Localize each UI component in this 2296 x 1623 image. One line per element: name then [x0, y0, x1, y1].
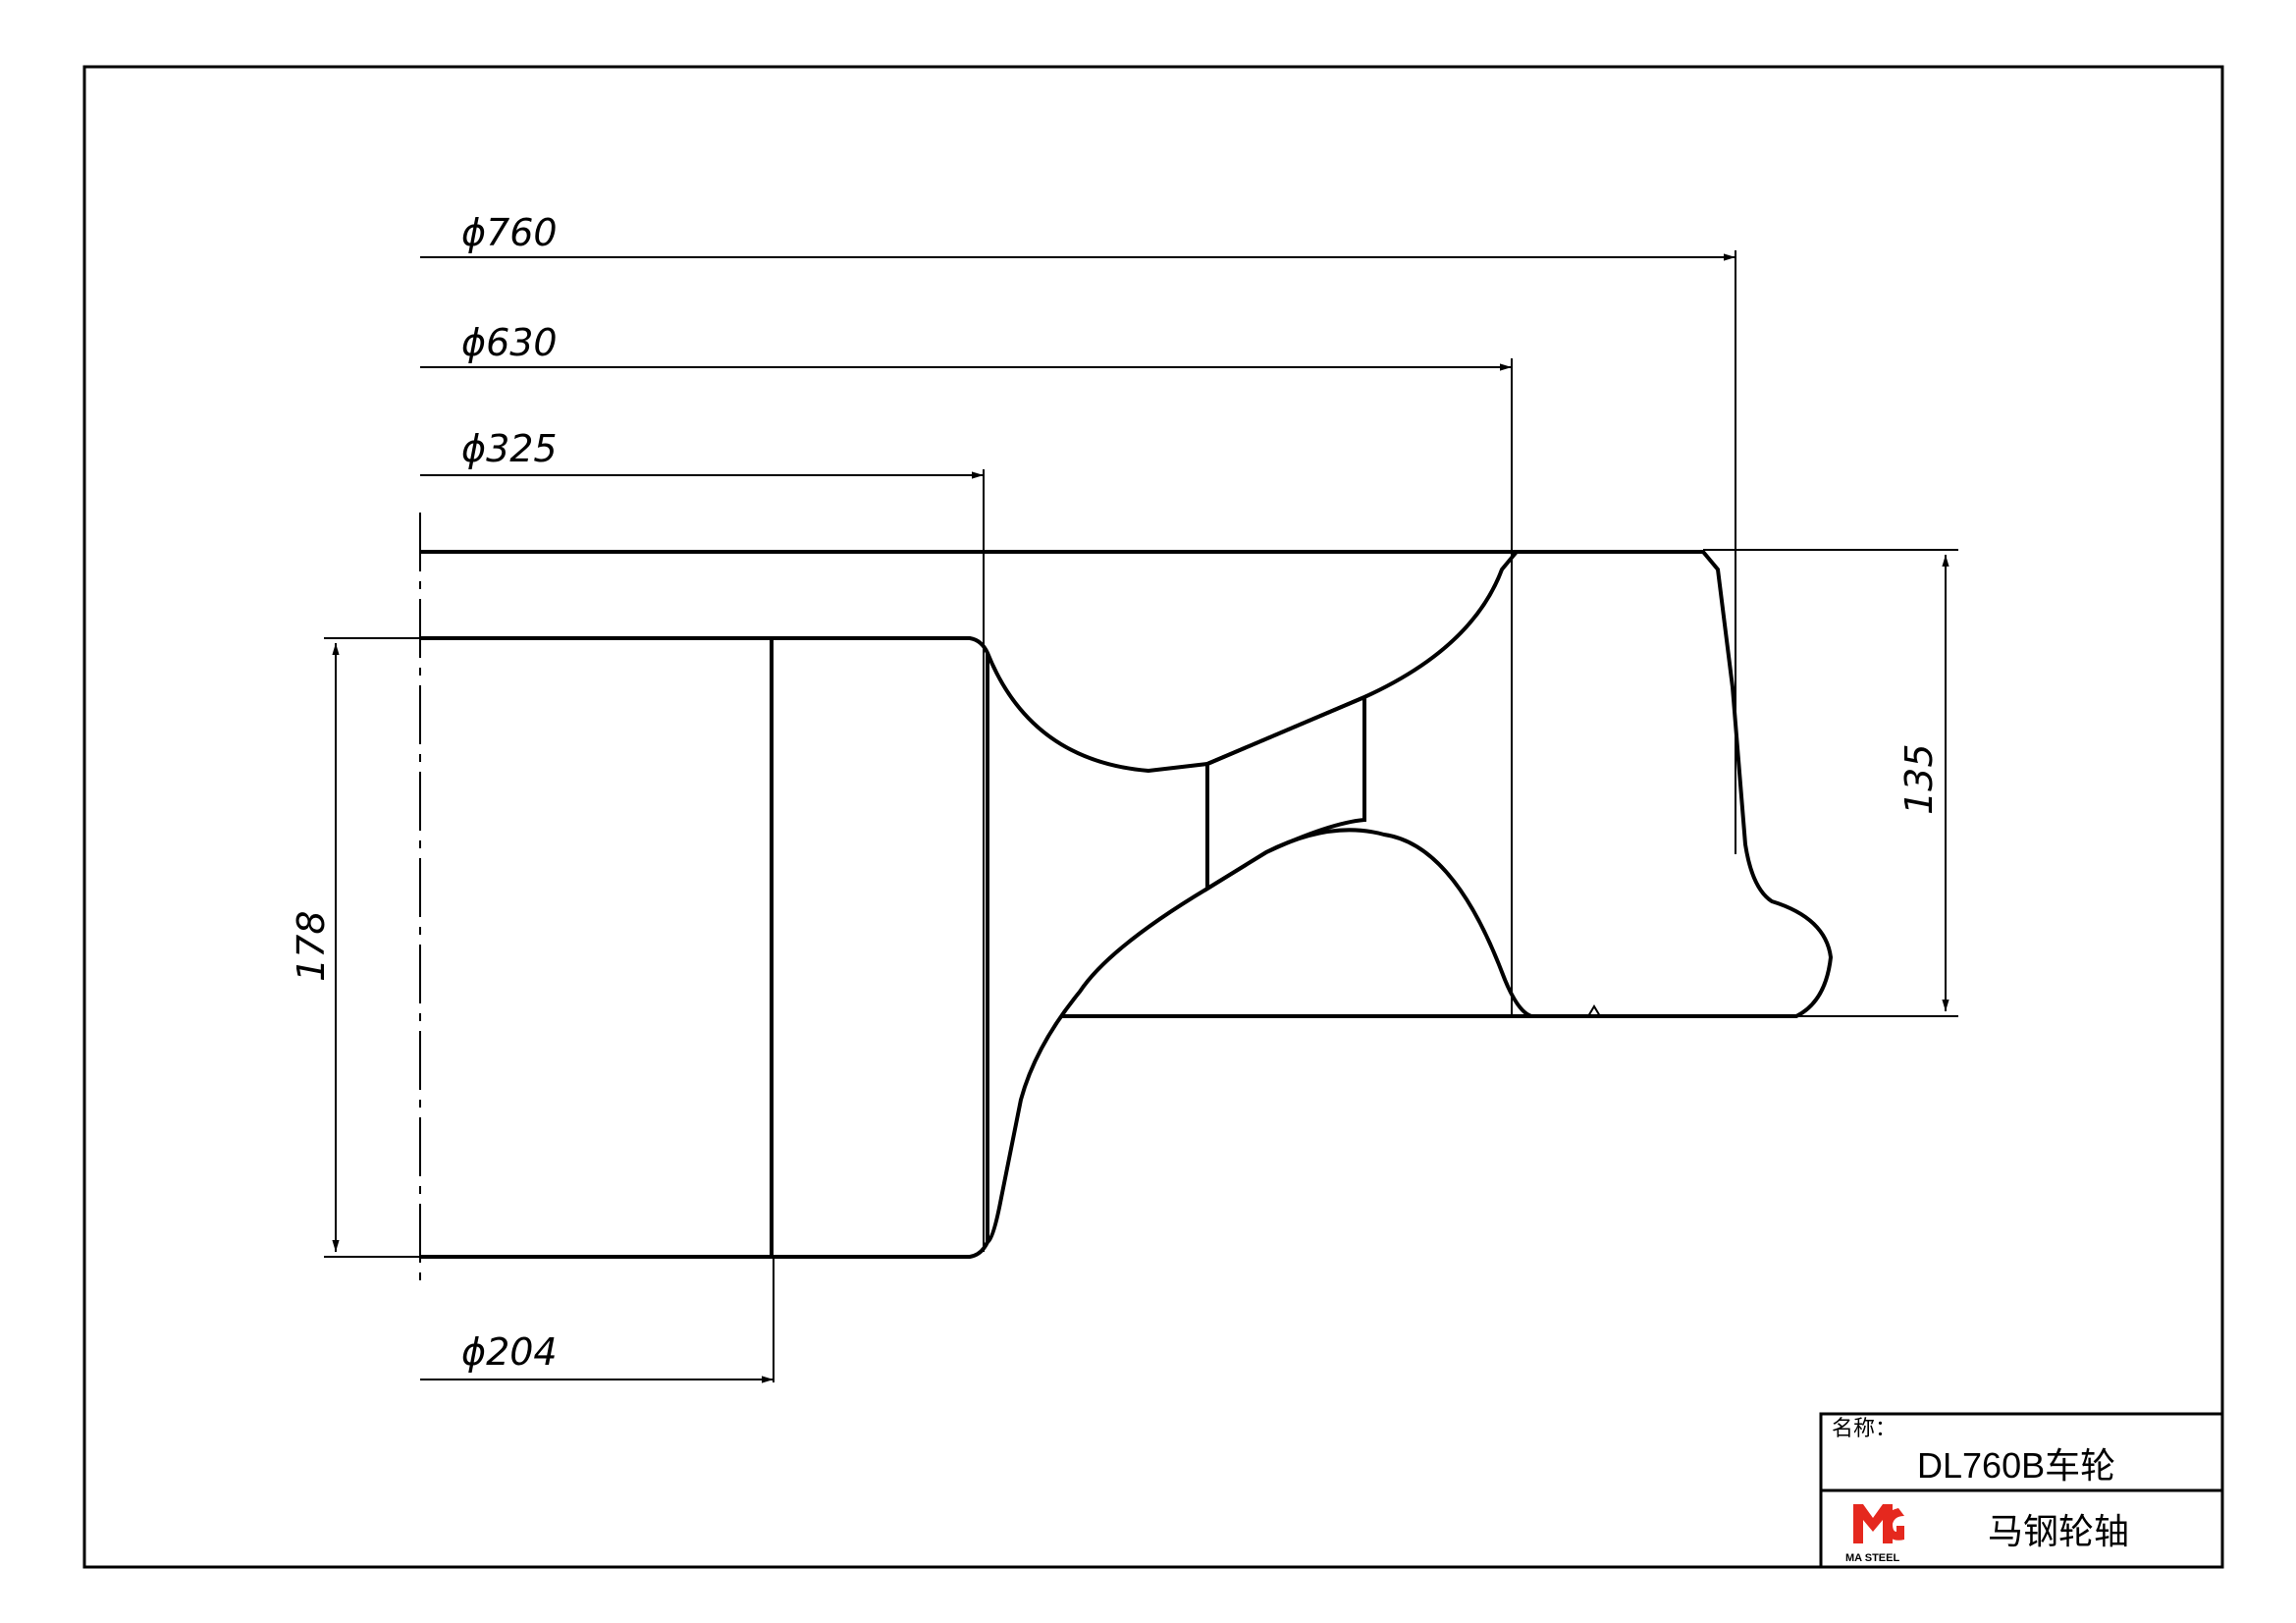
web-rim-section: [986, 550, 1834, 1246]
title-block-name-label: 名称：: [1832, 1417, 1896, 1441]
title-block-company-name: 马钢轮轴: [1988, 1512, 2129, 1552]
dim-text-178: 178: [290, 910, 333, 982]
base-notch: [1587, 1004, 1601, 1017]
dim-text-d630: ϕ630: [461, 321, 558, 364]
dim-text-d760: ϕ760: [461, 211, 558, 254]
drawing-frame: [82, 65, 2224, 1569]
dim-text-d204: ϕ204: [461, 1330, 558, 1374]
masteel-logo: MA STEEL: [1845, 1504, 1904, 1564]
dim-text-135: 135: [1897, 743, 1941, 815]
web-hole-left: [1205, 693, 1366, 893]
hub-section: [770, 636, 989, 1259]
title-block: 名称： DL760B车轮 MA STEEL 马钢轮轴: [1819, 1412, 2224, 1569]
dim-text-d325: ϕ325: [461, 427, 558, 470]
logo-caption: MA STEEL: [1845, 1552, 1899, 1564]
title-block-part-name: DL760B车轮: [1917, 1445, 2115, 1486]
